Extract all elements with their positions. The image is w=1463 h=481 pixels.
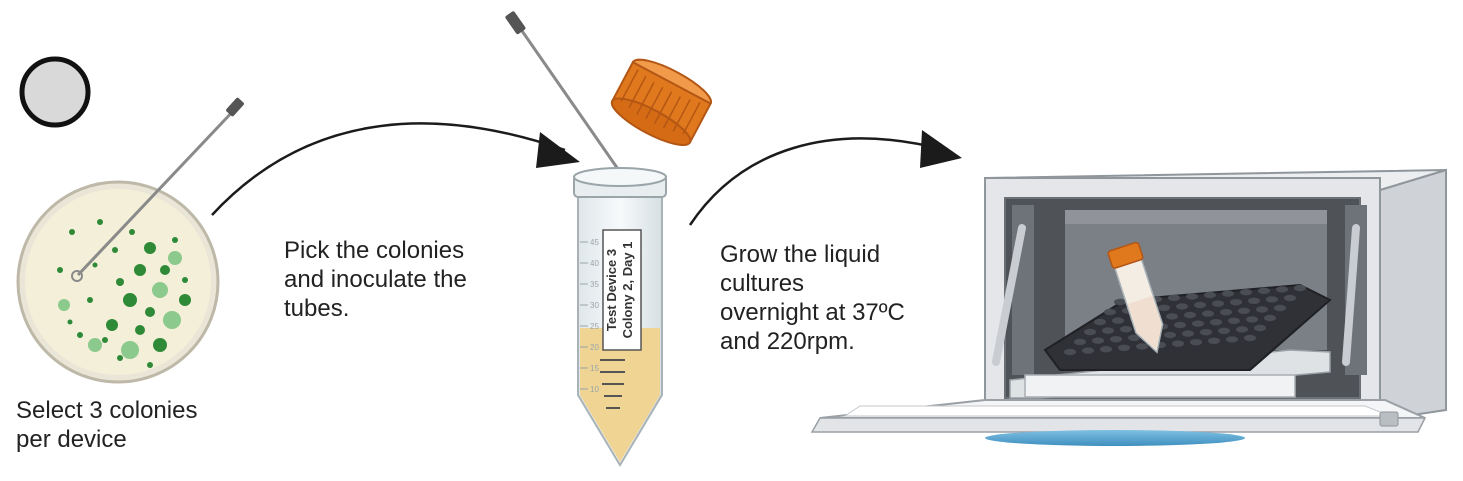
tube-graduation-label: 25 — [590, 322, 599, 331]
caption-grow-cultures: Grow the liquid cultures overnight at 37… — [720, 240, 905, 356]
tube-label-line-1: Test Device 3 — [604, 249, 619, 331]
rack-well — [1118, 344, 1130, 351]
rack-well — [1284, 294, 1296, 302]
rack-well — [1212, 300, 1224, 307]
rack-well — [1200, 329, 1212, 336]
tube-label-line-2: Colony 2, Day 1 — [620, 242, 635, 339]
rack-well — [1120, 326, 1132, 333]
tube-cap-icon — [610, 58, 712, 146]
rack-well — [1092, 337, 1104, 344]
incubator-icon — [810, 168, 1447, 446]
caption-grow-line-4: and 220rpm. — [720, 328, 855, 355]
rack-well — [1082, 347, 1094, 354]
rack-well — [1158, 304, 1170, 311]
rack-well — [1100, 346, 1112, 353]
rack-well — [1210, 319, 1222, 326]
rack-well — [1266, 296, 1278, 303]
caption-grow-line-3: overnight at 37ºC — [720, 299, 905, 326]
rack-well — [1064, 348, 1076, 356]
rack-well — [1256, 306, 1268, 313]
rack-well — [1074, 338, 1086, 346]
rack-well — [1204, 291, 1216, 299]
tube-graduation-label: 45 — [590, 238, 599, 247]
arrow-step-1 — [211, 122, 566, 216]
rack-well — [1218, 327, 1230, 334]
rack-well — [1220, 309, 1232, 316]
rack-well — [1264, 314, 1276, 322]
rack-well — [1136, 343, 1148, 350]
rack-well — [1194, 301, 1206, 309]
rack-well — [1094, 318, 1106, 326]
tube-rack-icon — [1043, 283, 1332, 371]
incubator-base-glow — [985, 430, 1245, 446]
rack-well — [1084, 328, 1096, 336]
rack-well — [1192, 320, 1204, 327]
rack-well — [1294, 284, 1306, 292]
tube-graduation-label: 35 — [590, 280, 599, 289]
caption-select-line-2: per device — [16, 426, 127, 453]
caption-pick-colonies: Pick the colonies and inoculate the tube… — [284, 236, 467, 323]
caption-pick-line-1: Pick the colonies — [284, 237, 465, 264]
arrowhead-1-icon — [536, 132, 580, 168]
rack-well — [1186, 293, 1198, 300]
rack-well — [1164, 331, 1176, 339]
rack-well — [1174, 321, 1186, 329]
tube-graduation-label: 20 — [590, 343, 599, 352]
tube-label — [602, 229, 642, 351]
tube-graduation-label: 15 — [590, 364, 599, 373]
rack-well — [1276, 286, 1288, 293]
caption-grow-line-1: Grow the liquid — [720, 241, 881, 268]
petri-dish-icon — [16, 97, 244, 384]
rack-well — [1202, 310, 1214, 317]
rack-well — [1258, 287, 1270, 294]
rack-well — [1226, 336, 1238, 343]
caption-grow-line-2: cultures — [720, 270, 805, 297]
rack-well — [1222, 290, 1234, 297]
conical-tube-icon: 45 40 35 30 25 20 15 10 Test Device 3 Colony 2,… — [573, 167, 667, 467]
rack-well — [1246, 316, 1258, 323]
tube-graduation-label: 40 — [590, 259, 599, 268]
rack-well — [1184, 311, 1196, 319]
caption-pick-line-2: and inoculate the — [284, 266, 467, 293]
arrow-step-2 — [688, 137, 946, 226]
rack-well — [1274, 304, 1286, 312]
rack-well — [1104, 308, 1116, 316]
caption-select-colonies: Select 3 colonies per device — [16, 396, 197, 454]
rack-well — [1244, 334, 1256, 342]
rack-well — [1172, 340, 1184, 347]
rack-well — [1230, 299, 1242, 306]
rack-well — [1248, 297, 1260, 304]
caption-pick-line-3: tubes. — [284, 295, 350, 322]
tube-graduation-label: 10 — [590, 385, 599, 394]
rack-well — [1168, 294, 1180, 301]
tube-graduations: 45 40 35 30 25 20 15 10 — [580, 238, 599, 394]
rack-well — [1114, 298, 1126, 306]
rack-well — [1240, 289, 1252, 296]
plate-outline-icon — [19, 56, 91, 128]
rack-well — [1236, 326, 1248, 333]
caption-select-line-1: Select 3 colonies — [16, 397, 198, 424]
rack-well — [1166, 313, 1178, 320]
rack-well — [1176, 303, 1188, 310]
rack-well — [1182, 330, 1194, 337]
rack-well — [1112, 317, 1124, 324]
rack-well — [1128, 334, 1140, 341]
rack-well — [1110, 336, 1122, 343]
rack-well — [1102, 327, 1114, 334]
rack-well — [1208, 337, 1220, 344]
rack-well — [1228, 317, 1240, 324]
colonies — [57, 219, 191, 368]
rack-well — [1238, 307, 1250, 314]
rack-well — [1190, 339, 1202, 346]
arrowhead-2-icon — [920, 130, 962, 168]
rack-well — [1254, 324, 1266, 332]
tube-graduation-label: 30 — [590, 301, 599, 310]
